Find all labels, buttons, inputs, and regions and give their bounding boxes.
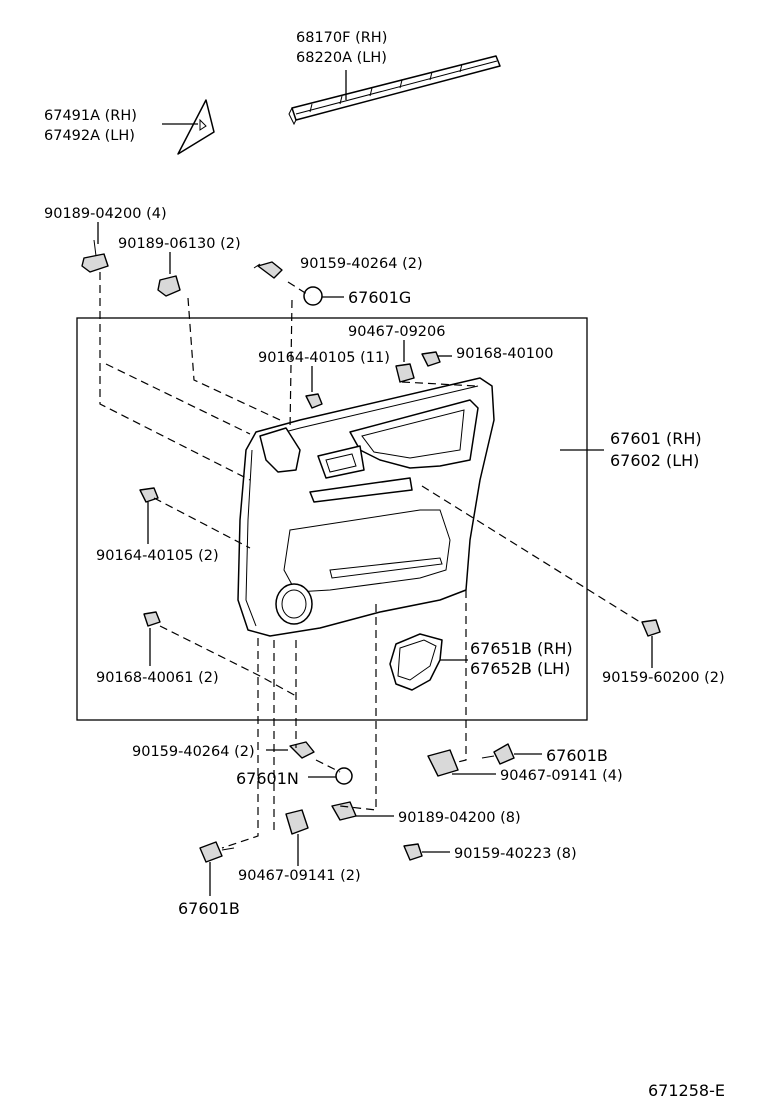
label-clip-top-left: 90189-04200 (4) <box>44 206 167 222</box>
corner-cover-part <box>177 99 215 155</box>
label-cap-n: 67601N <box>236 769 299 788</box>
armrest-pocket-part <box>389 633 443 691</box>
label-garnish-lh: 68220A (LH) <box>296 50 387 66</box>
label-corner-lh: 67492A (LH) <box>44 128 135 144</box>
label-cap-b-right: 67601B <box>546 746 608 765</box>
label-screw-bottom: 90159-40264 (2) <box>132 744 255 760</box>
label-pocket-lh: 67652B (LH) <box>470 659 570 678</box>
label-clip-04200-8: 90189-04200 (8) <box>398 810 521 826</box>
label-pocket-rh: 67651B (RH) <box>470 639 573 658</box>
label-clip-40105-11: 90164-40105 (11) <box>258 350 390 366</box>
screw-40100-part <box>421 351 441 367</box>
cap-g-part <box>303 286 323 306</box>
label-corner-rh: 67491A (RH) <box>44 108 137 124</box>
clip-40105-2-part <box>139 487 159 503</box>
clip-09141-2-part <box>285 809 309 835</box>
diagram-id: 671258-E <box>648 1081 725 1100</box>
screw-top-part <box>253 261 283 279</box>
clip-04200-8-part <box>331 801 357 821</box>
label-screw-40223: 90159-40223 (8) <box>454 846 577 862</box>
label-screw-top: 90159-40264 (2) <box>300 256 423 272</box>
label-screw-40061: 90168-40061 (2) <box>96 670 219 686</box>
cap-n-part <box>335 767 353 785</box>
clip-06130-part <box>157 275 181 297</box>
label-clip-06130: 90189-06130 (2) <box>118 236 241 252</box>
assembly-dashed-lines <box>99 272 641 849</box>
label-clip-09206: 90467-09206 <box>348 324 446 340</box>
screw-60200-part <box>641 619 661 637</box>
label-garnish-rh: 68170F (RH) <box>296 30 387 46</box>
label-panel-rh: 67601 (RH) <box>610 429 702 448</box>
label-cap-g: 67601G <box>348 288 411 307</box>
clip-09206-part <box>395 363 415 383</box>
screw-bottom-part <box>289 741 315 759</box>
label-screw-40100: 90168-40100 <box>456 346 554 362</box>
clip-09141-4-part <box>427 749 459 777</box>
panel-assembly-frame <box>76 317 588 721</box>
screw-40061-part <box>143 611 161 627</box>
label-clip-09141-4: 90467-09141 (4) <box>500 768 623 784</box>
screw-40223-part <box>403 843 423 861</box>
label-screw-60200: 90159-60200 (2) <box>602 670 725 686</box>
door-trim-panel-part <box>237 377 495 637</box>
label-clip-09141-2: 90467-09141 (2) <box>238 868 361 884</box>
label-clip-40105-2: 90164-40105 (2) <box>96 548 219 564</box>
belt-moulding-part <box>288 55 501 126</box>
clip-04200-top-part <box>81 239 109 273</box>
label-panel-lh: 67602 (LH) <box>610 451 699 470</box>
label-cap-b-bottom: 67601B <box>178 899 240 918</box>
cap-b-bottom-part <box>199 841 235 863</box>
clip-40105-11-part <box>305 393 323 409</box>
cap-b-right-part <box>481 743 515 765</box>
